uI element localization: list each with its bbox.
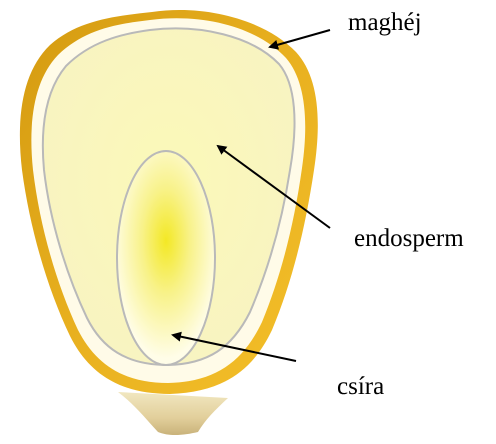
seed-coat-label: maghéj [348,10,422,35]
germ-region [117,151,215,365]
kernel-tip-cap [118,392,228,435]
germ-label: csíra [337,374,384,399]
endosperm-label: endosperm [354,226,464,251]
